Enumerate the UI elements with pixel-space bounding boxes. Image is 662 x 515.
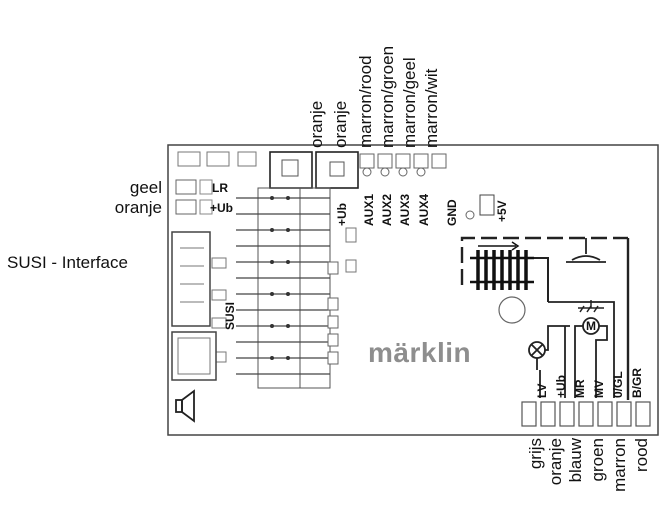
header-pads <box>327 261 339 365</box>
bottom-pin-label: B/GR <box>630 368 644 398</box>
aux-label: AUX1 <box>362 194 376 226</box>
mounting-hole <box>498 296 526 324</box>
motor-symbol-label: M <box>586 319 596 333</box>
aux-label: GND <box>445 199 459 226</box>
pad-ub <box>175 199 197 215</box>
pad-ub-label: +Ub <box>210 201 233 215</box>
top-connector-left <box>269 151 313 189</box>
top-wire-label: oranje <box>307 101 326 148</box>
aux-label: +Ub <box>335 203 349 226</box>
bottom-wire-label: blauw <box>566 437 585 482</box>
bottom-pin-label: +Ub <box>554 375 568 398</box>
left-wire-label: oranje <box>115 198 162 217</box>
top-wire-label: marron/groen <box>378 46 397 148</box>
brand-logo: märklin <box>368 337 471 368</box>
aux-label: AUX2 <box>380 194 394 226</box>
bottom-wire-label: marron <box>610 438 629 492</box>
pantograph-icon <box>566 238 606 263</box>
bottom-wire-label: groen <box>588 438 607 481</box>
top-wire-label: marron/geel <box>400 57 419 148</box>
top-wire-label: marron/wit <box>422 68 441 148</box>
bottom-pin-label: MV <box>592 380 606 398</box>
aux-labels: +Ub AUX1 AUX2 AUX3 AUX4 GND <box>335 194 459 226</box>
rail-track-icon <box>470 241 534 290</box>
lower-connector <box>171 331 217 381</box>
bottom-wire-label: grijs <box>526 438 545 469</box>
top-wire-label: oranje <box>331 101 350 148</box>
bottom-wire-labels: grijs oranje blauw groen marron rood <box>526 437 651 492</box>
aux-label: AUX3 <box>398 194 412 226</box>
bottom-pin-label: MR <box>573 379 587 398</box>
aux-pads <box>359 153 475 220</box>
five-volt-label: +5V <box>495 200 509 222</box>
bottom-wire-label: oranje <box>546 438 565 485</box>
top-connector-right <box>315 151 359 189</box>
pad-lr-label: LR <box>212 181 228 195</box>
five-volt-pad <box>479 194 495 216</box>
speaker-icon <box>175 389 195 423</box>
bottom-pin-label: 0/GL <box>611 371 625 398</box>
bottom-pads <box>521 401 651 427</box>
susi-interface-label: SUSI - Interface <box>7 253 128 272</box>
bottom-wire-label: rood <box>632 438 651 472</box>
bottom-pin-label: LV <box>535 384 549 398</box>
decoder-board <box>167 144 659 436</box>
bottom-pin-labels: LV +Ub MR MV 0/GL B/GR <box>535 368 644 398</box>
susi-connector <box>171 231 211 327</box>
track-area <box>460 236 630 400</box>
pin-header <box>257 187 331 389</box>
pad-lr <box>175 179 197 195</box>
top-wire-label: marron/rood <box>356 55 375 148</box>
left-wire-label: geel <box>130 178 162 197</box>
header-rows <box>236 197 330 375</box>
susi-tag: SUSI <box>223 302 237 330</box>
top-wire-labels: oranje oranje marron/rood marron/groen m… <box>307 46 441 148</box>
aux-label: AUX4 <box>417 194 431 226</box>
top-components <box>177 151 257 167</box>
